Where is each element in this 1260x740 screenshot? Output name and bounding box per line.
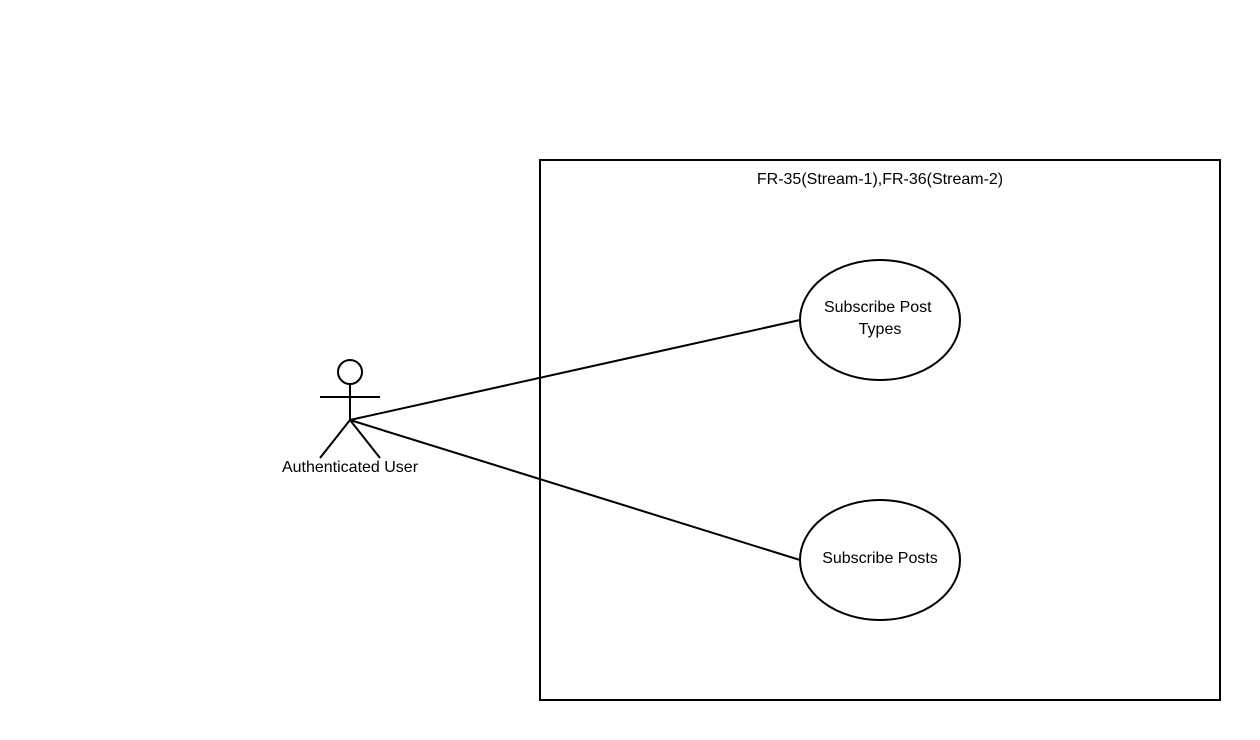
association-line-post-types (349, 319, 801, 421)
system-title: FR-35(Stream-1),FR-36(Stream-2) (757, 171, 1003, 188)
use-case-label: Subscribe Post Types (824, 299, 936, 338)
use-case-subscribe-posts: Subscribe Posts (799, 499, 961, 621)
use-case-ellipse (799, 259, 961, 381)
use-case-label: Subscribe Posts (822, 550, 938, 567)
system-boundary (539, 159, 1221, 701)
use-case-label-line: Subscribe Posts (822, 550, 938, 567)
use-case-label-line: Types (859, 321, 902, 338)
actor-left-leg (319, 419, 351, 459)
actor-head (337, 359, 363, 385)
use-case-label-line: Subscribe Post (824, 299, 932, 316)
actor-label: Authenticated User (282, 459, 419, 476)
association-line-posts (349, 419, 801, 561)
actor-figure (319, 359, 381, 459)
use-case-subscribe-post-types: Subscribe Post Types (799, 259, 961, 381)
actor-right-leg (349, 419, 381, 459)
use-case-ellipse (799, 499, 961, 621)
